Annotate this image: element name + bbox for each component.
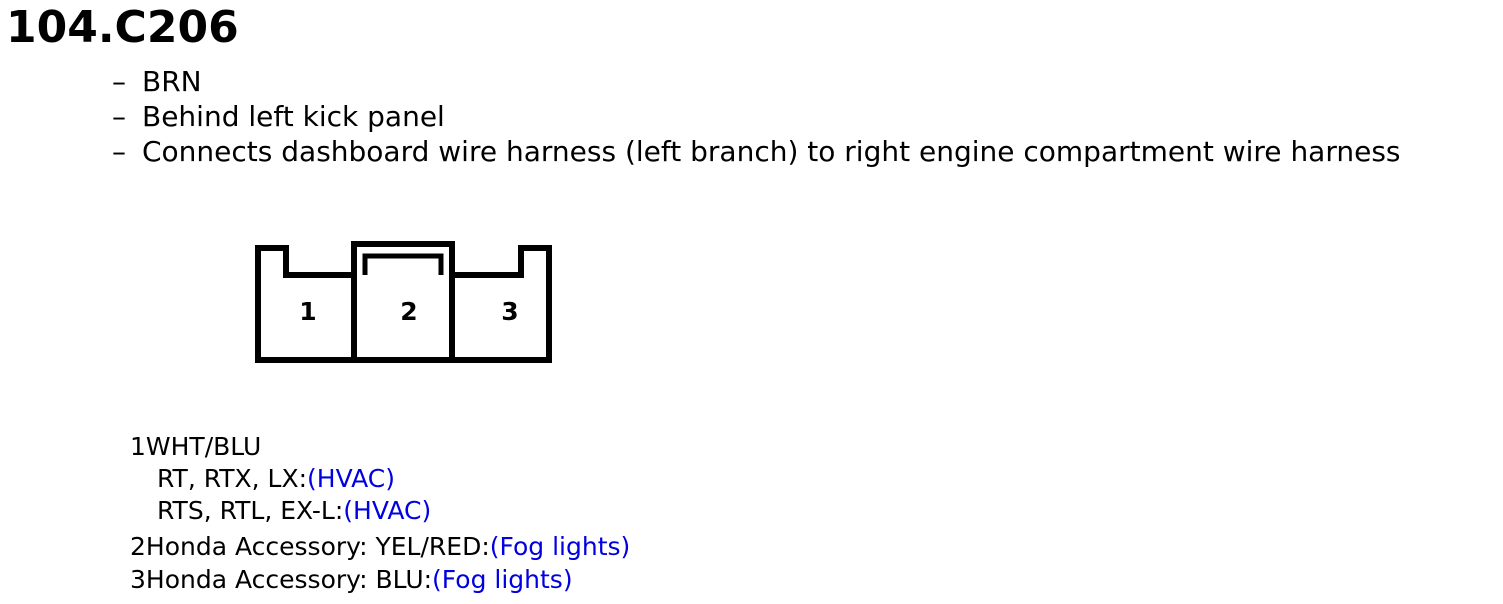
pin-2-row: 2Honda Accessory: YEL/RED:(Fog lights): [130, 530, 630, 563]
color-text: BRN: [142, 65, 202, 98]
terminal-label-3: 3: [501, 297, 518, 326]
location-text: Behind left kick panel: [142, 100, 445, 133]
pin-number: 2: [130, 532, 146, 561]
connector-title: 104.C206: [6, 2, 239, 53]
pin-description: Honda Accessory: BLU:: [145, 565, 433, 594]
pin-1-variant: RT, RTX, LX:(HVAC): [130, 463, 630, 495]
variant-models: RT, RTX, LX:: [157, 464, 308, 493]
pin-number: 1: [130, 432, 146, 461]
bullet-dash: –: [112, 65, 126, 98]
circuit-note: (Fog lights): [432, 565, 573, 594]
connector-latch: [362, 253, 444, 275]
pin-1-row: 1WHT/BLU: [130, 430, 630, 463]
pin-number: 3: [130, 565, 146, 594]
pin-3-row: 3Honda Accessory: BLU:(Fog lights): [130, 563, 630, 596]
color-info: –BRN: [112, 64, 1401, 99]
circuit-note: (HVAC): [343, 496, 432, 525]
bullet-dash: –: [112, 135, 126, 168]
pin-description: Honda Accessory: YEL/RED:: [145, 532, 490, 561]
bullet-dash: –: [112, 100, 126, 133]
connection-info: –Connects dashboard wire harness (left b…: [112, 134, 1401, 169]
terminal-label-1: 1: [299, 297, 316, 326]
pin-1-variant: RTS, RTL, EX-L:(HVAC): [130, 495, 630, 527]
connection-text: Connects dashboard wire harness (left br…: [142, 135, 1401, 168]
location-info: –Behind left kick panel: [112, 99, 1401, 134]
connector-info-list: –BRN –Behind left kick panel –Connects d…: [112, 64, 1401, 169]
circuit-note: (HVAC): [307, 464, 395, 493]
terminal-label-2: 2: [400, 297, 417, 326]
connector-face-diagram: 1 2 3: [255, 241, 552, 363]
circuit-note: (Fog lights): [489, 532, 631, 561]
pin-assignments: 1WHT/BLU RT, RTX, LX:(HVAC) RTS, RTL, EX…: [130, 430, 630, 596]
pin-wire-color: WHT/BLU: [145, 432, 262, 461]
variant-models: RTS, RTL, EX-L:: [157, 496, 344, 525]
